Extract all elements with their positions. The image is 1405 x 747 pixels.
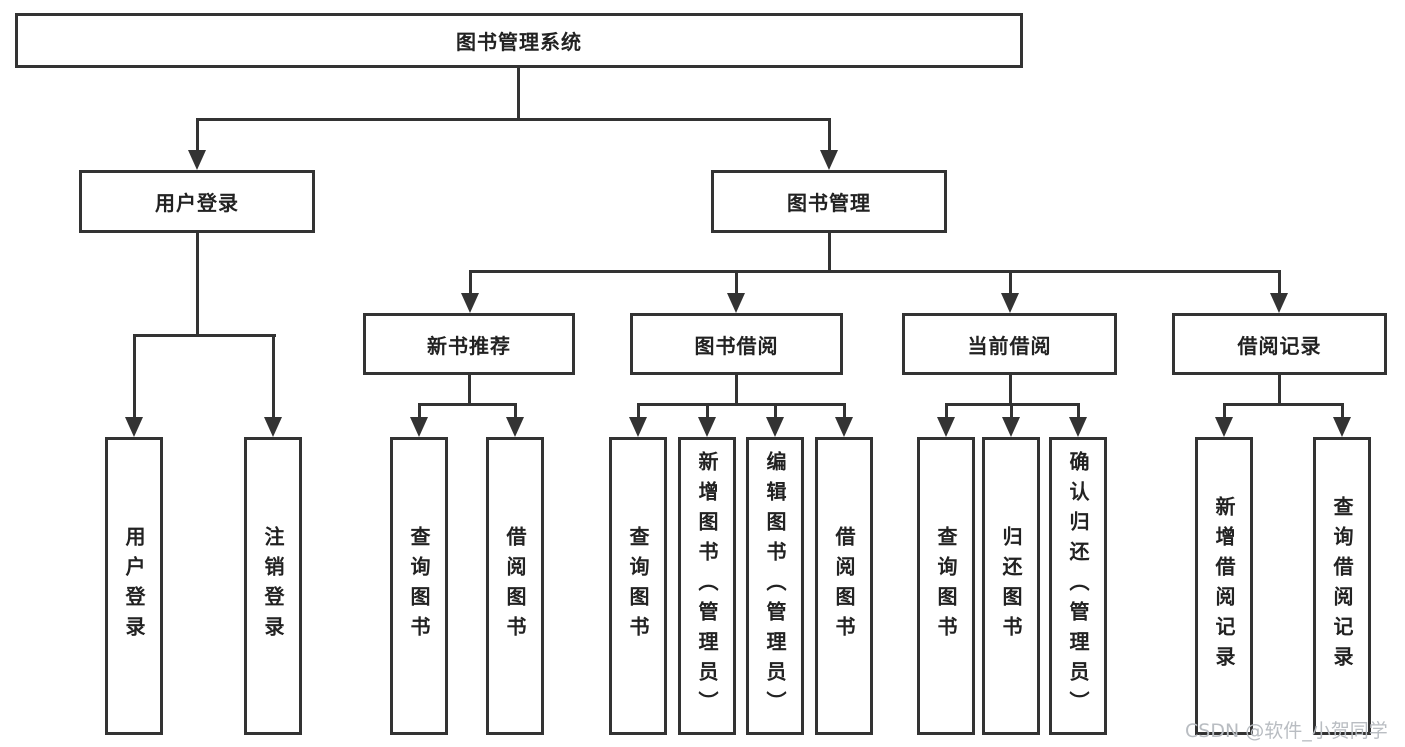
arrow-down-icon: [461, 293, 479, 313]
connector-line: [195, 118, 831, 121]
connector-line: [467, 375, 471, 406]
leaf-query-books-recommend: 查询图书: [390, 437, 448, 735]
connector-line: [1277, 375, 1281, 406]
arrow-down-icon: [629, 417, 647, 437]
connector-line: [513, 403, 517, 419]
leaf-query-borrow-record: 查询借阅记录: [1313, 437, 1371, 735]
leaf-return-books: 归还图书: [982, 437, 1040, 735]
node-book-management: 图书管理: [711, 170, 947, 233]
node-label: 用户登录: [122, 526, 146, 646]
leaf-add-books-admin: 新增图书（管理员）: [678, 437, 736, 735]
connector-line: [944, 403, 948, 419]
arrow-down-icon: [937, 417, 955, 437]
node-user-login: 用户登录: [79, 170, 315, 233]
connector-line: [1222, 403, 1226, 419]
connector-line: [417, 403, 517, 406]
arrow-down-icon: [1215, 417, 1233, 437]
node-label: 确认归还（管理员）: [1066, 451, 1090, 721]
node-label: 图书管理: [787, 191, 871, 215]
connector-line: [734, 270, 738, 295]
connector-line: [132, 334, 136, 419]
arrow-down-icon: [188, 150, 206, 170]
node-label: 用户登录: [155, 191, 239, 215]
node-label: 借阅图书: [832, 526, 856, 646]
node-system-root: 图书管理系统: [15, 13, 1023, 68]
connector-line: [1222, 403, 1344, 406]
connector-line: [468, 270, 1281, 273]
arrow-down-icon: [410, 417, 428, 437]
arrow-down-icon: [698, 417, 716, 437]
connector-line: [705, 403, 709, 419]
connector-line: [195, 233, 199, 337]
node-label: 查询借阅记录: [1330, 496, 1354, 676]
connector-line: [773, 403, 777, 419]
connector-line: [636, 403, 640, 419]
arrow-down-icon: [1001, 293, 1019, 313]
leaf-logout: 注销登录: [244, 437, 302, 735]
connector-line: [827, 233, 831, 273]
leaf-confirm-return-admin: 确认归还（管理员）: [1049, 437, 1107, 735]
node-label: 新增图书（管理员）: [695, 451, 719, 721]
arrow-down-icon: [820, 150, 838, 170]
watermark-text: CSDN @软件_小贺同学: [1185, 720, 1388, 742]
connector-line: [1340, 403, 1344, 419]
leaf-query-books-borrowing: 查询图书: [609, 437, 667, 735]
node-label: 图书管理系统: [456, 30, 582, 54]
node-label: 查询图书: [407, 526, 431, 646]
connector-line: [1008, 270, 1012, 295]
connector-line: [734, 375, 738, 406]
node-borrow-records: 借阅记录: [1172, 313, 1387, 375]
arrow-down-icon: [125, 417, 143, 437]
connector-line: [1076, 403, 1080, 419]
arrow-down-icon: [727, 293, 745, 313]
arrow-down-icon: [835, 417, 853, 437]
arrow-down-icon: [264, 417, 282, 437]
connector-line: [636, 403, 846, 406]
leaf-query-books-current: 查询图书: [917, 437, 975, 735]
arrow-down-icon: [1002, 417, 1020, 437]
connector-line: [271, 334, 275, 419]
connector-line: [132, 334, 276, 337]
node-label: 查询图书: [626, 526, 650, 646]
leaf-edit-books-admin: 编辑图书（管理员）: [746, 437, 804, 735]
connector-line: [827, 118, 831, 152]
node-book-borrowing: 图书借阅: [630, 313, 843, 375]
arrow-down-icon: [766, 417, 784, 437]
connector-line: [1009, 403, 1013, 419]
arrow-down-icon: [1069, 417, 1087, 437]
connector-line: [417, 403, 421, 419]
node-label: 新增借阅记录: [1212, 496, 1236, 676]
node-label: 当前借阅: [967, 333, 1052, 358]
node-label: 图书借阅: [694, 333, 779, 358]
connector-line: [468, 270, 472, 295]
node-label: 注销登录: [261, 526, 285, 646]
connector-line: [516, 68, 520, 121]
node-new-book-recommend: 新书推荐: [363, 313, 575, 375]
node-label: 查询图书: [934, 526, 958, 646]
leaf-user-login: 用户登录: [105, 437, 163, 735]
connector-line: [842, 403, 846, 419]
node-label: 借阅图书: [503, 526, 527, 646]
arrow-down-icon: [506, 417, 524, 437]
node-label: 编辑图书（管理员）: [763, 451, 787, 721]
connector-line: [1008, 375, 1012, 406]
node-current-borrowing: 当前借阅: [902, 313, 1117, 375]
arrow-down-icon: [1333, 417, 1351, 437]
arrow-down-icon: [1270, 293, 1288, 313]
node-label: 归还图书: [999, 526, 1023, 646]
leaf-add-borrow-record: 新增借阅记录: [1195, 437, 1253, 735]
leaf-borrow-books-recommend: 借阅图书: [486, 437, 544, 735]
node-label: 新书推荐: [427, 333, 511, 358]
connector-line: [195, 118, 199, 152]
leaf-borrow-books-borrowing: 借阅图书: [815, 437, 873, 735]
node-label: 借阅记录: [1237, 333, 1322, 358]
connector-line: [1277, 270, 1281, 295]
